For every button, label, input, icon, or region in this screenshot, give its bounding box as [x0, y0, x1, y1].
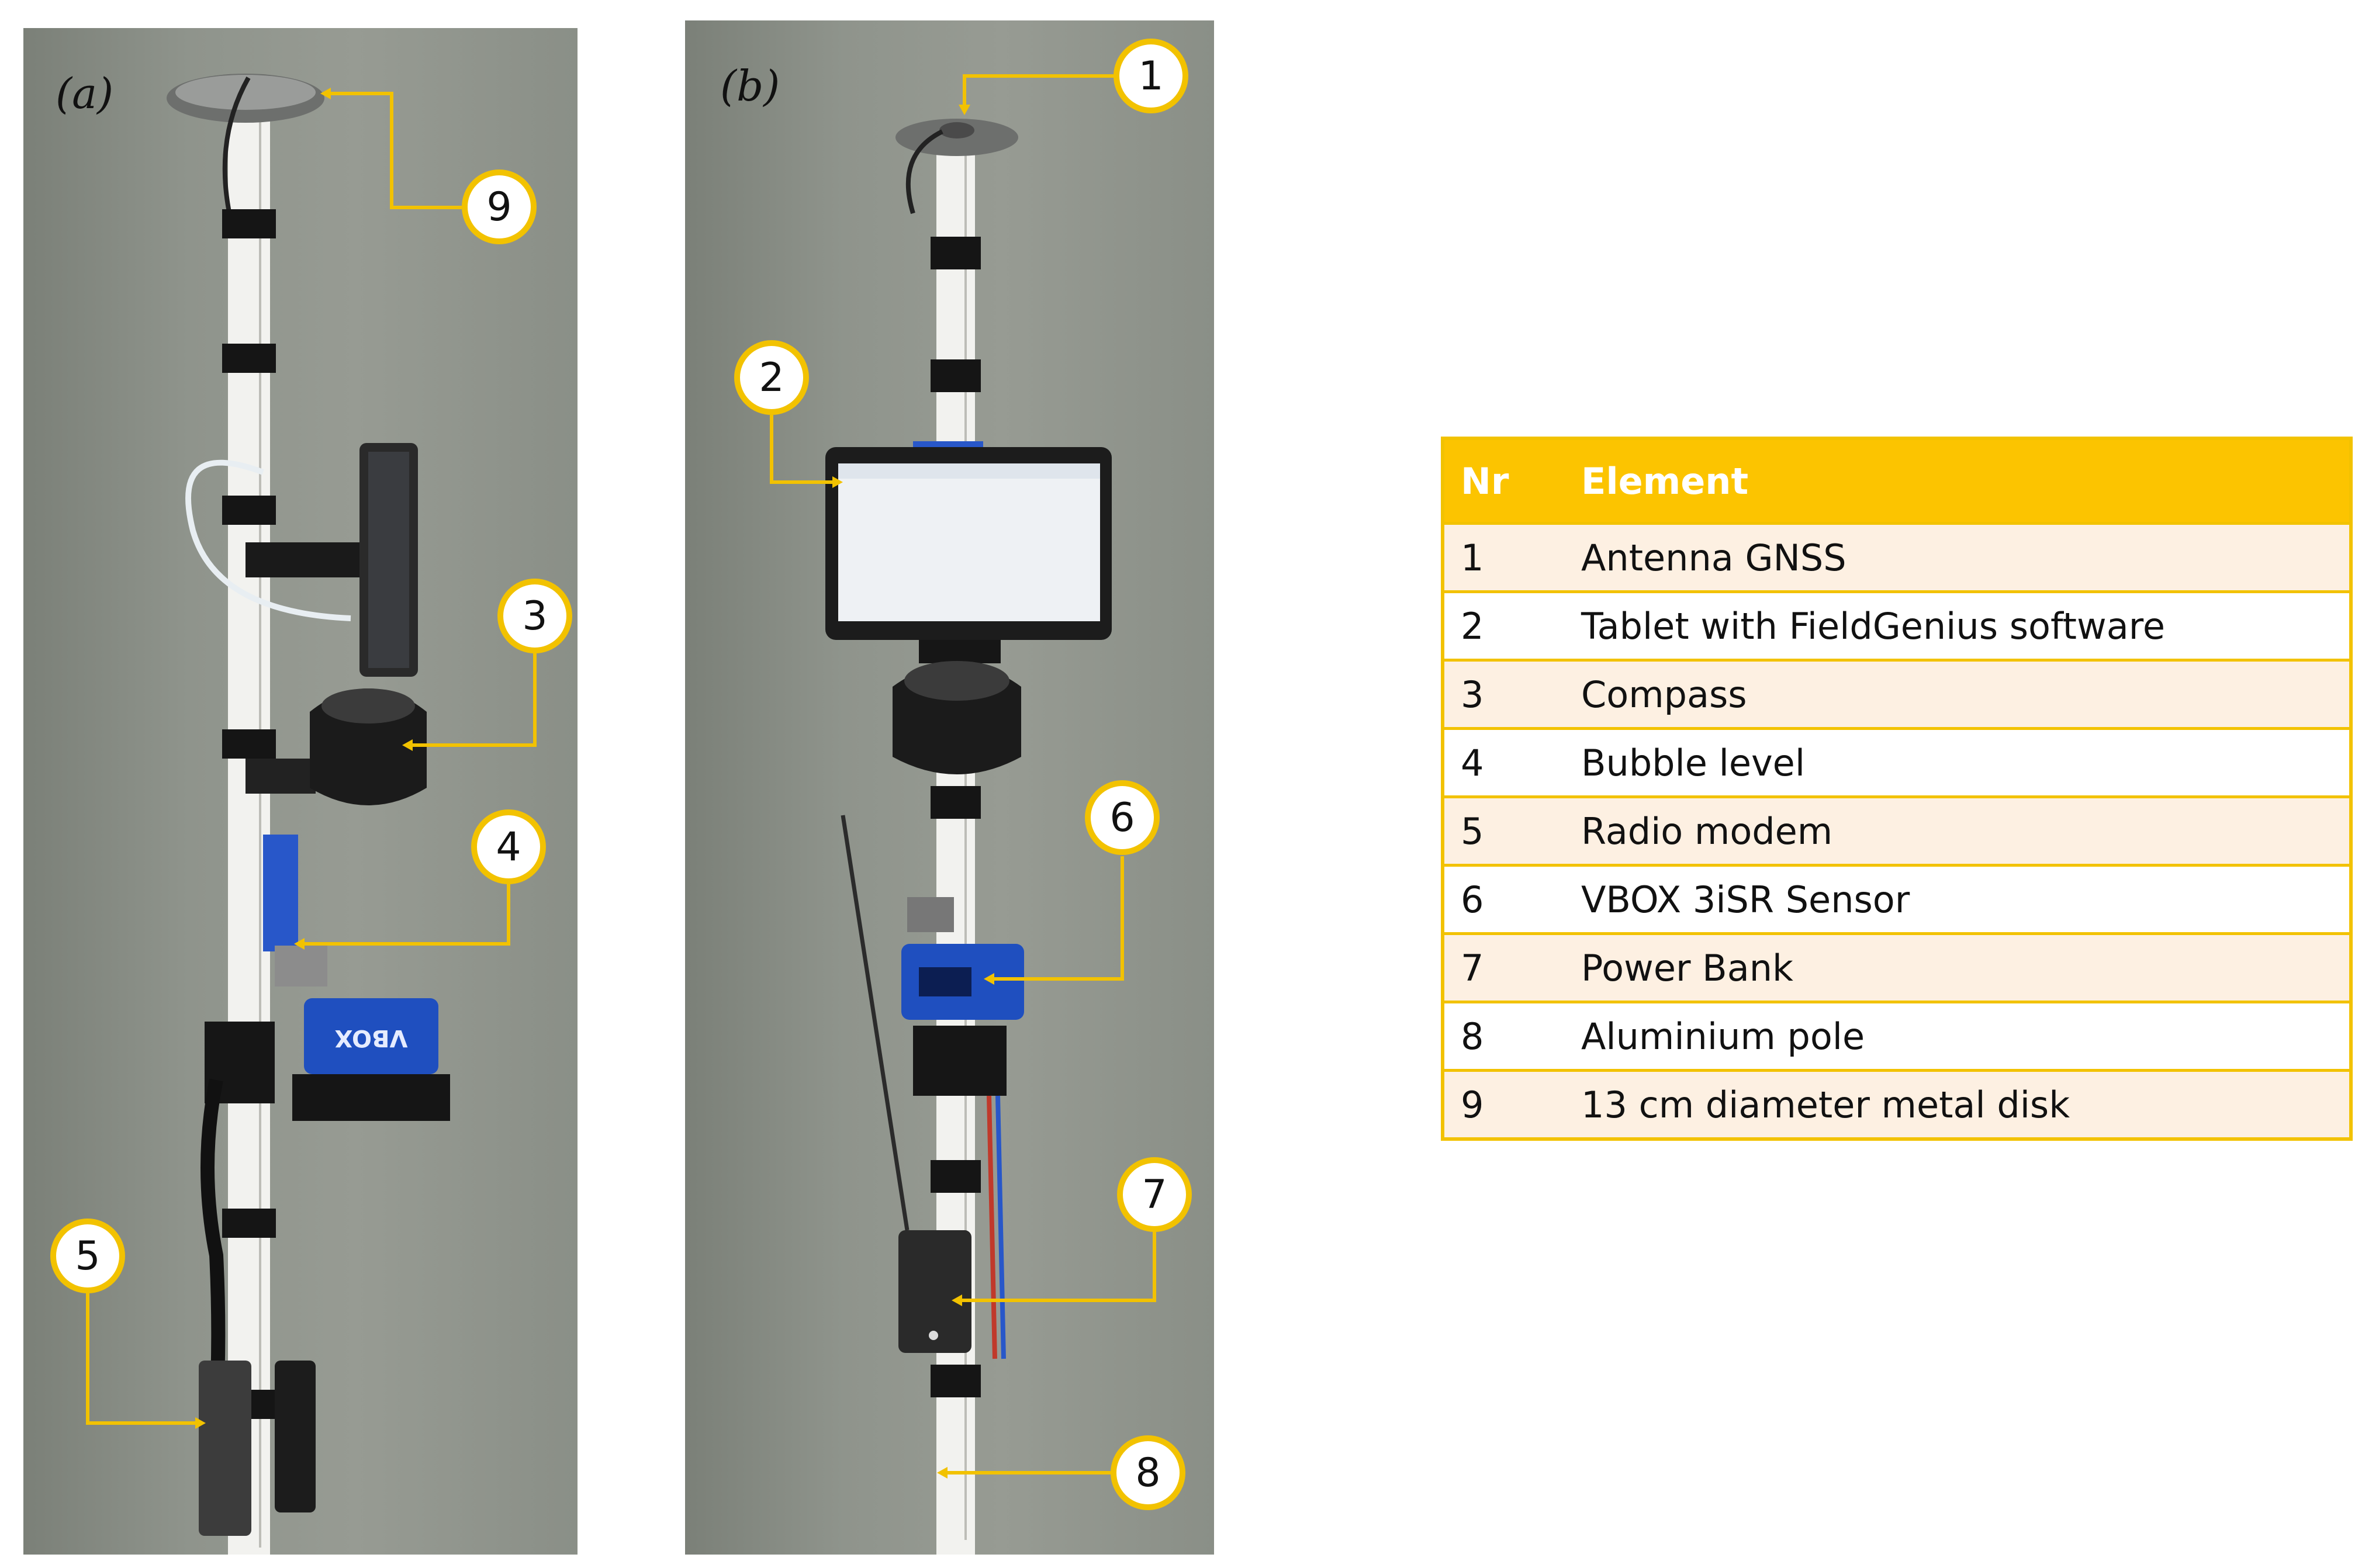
callout-4: 4 [471, 809, 546, 884]
row-nr: 5 [1443, 795, 1565, 866]
callout-5: 5 [50, 1219, 125, 1293]
photo-panel-a: VBOX (a) [23, 28, 578, 1555]
header-element: Element [1565, 438, 2351, 524]
row-element: Aluminium pole [1565, 1001, 2351, 1071]
bubble-level [275, 946, 327, 987]
callout-8: 8 [1111, 1435, 1185, 1510]
row-element: Power Bank [1565, 932, 2351, 1002]
callout-9: 9 [462, 169, 537, 244]
row-element: Radio modem [1565, 795, 2351, 866]
pole-scene-b [825, 119, 1112, 1555]
row-nr: 1 [1443, 522, 1565, 592]
callout-6: 6 [1085, 780, 1160, 855]
power-bank [898, 1230, 971, 1353]
vbox-label: VBOX [334, 1024, 407, 1051]
row-element: Antenna GNSS [1565, 522, 2351, 592]
panel-label-b: (b) [720, 61, 780, 110]
row-nr: 3 [1443, 659, 1565, 729]
callout-3: 3 [497, 579, 572, 653]
row-nr: 6 [1443, 864, 1565, 934]
callout-7: 7 [1117, 1157, 1192, 1232]
row-element: Bubble level [1565, 727, 2351, 797]
row-element: Compass [1565, 659, 2351, 729]
legend-header-row: Nr Element [1443, 438, 2351, 524]
row-nr: 9 [1443, 1069, 1565, 1139]
row-nr: 8 [1443, 1001, 1565, 1071]
vbox-unit [304, 998, 438, 1074]
row-nr: 4 [1443, 727, 1565, 797]
aluminium-pole [228, 104, 270, 1555]
row-element: VBOX 3iSR Sensor [1565, 864, 2351, 934]
row-nr: 7 [1443, 932, 1565, 1002]
panel-label-a: (a) [56, 69, 114, 118]
tablet-screen [838, 463, 1100, 621]
row-nr: 2 [1443, 590, 1565, 660]
row-element: 13 cm diameter metal disk [1565, 1069, 2351, 1139]
radio-modem [199, 1361, 251, 1536]
callout-1: 1 [1114, 39, 1188, 113]
pole-scene-a: VBOX [167, 74, 450, 1555]
row-element: Tablet with FieldGenius software [1565, 590, 2351, 660]
header-nr: Nr [1443, 438, 1565, 524]
callout-2: 2 [734, 340, 809, 415]
